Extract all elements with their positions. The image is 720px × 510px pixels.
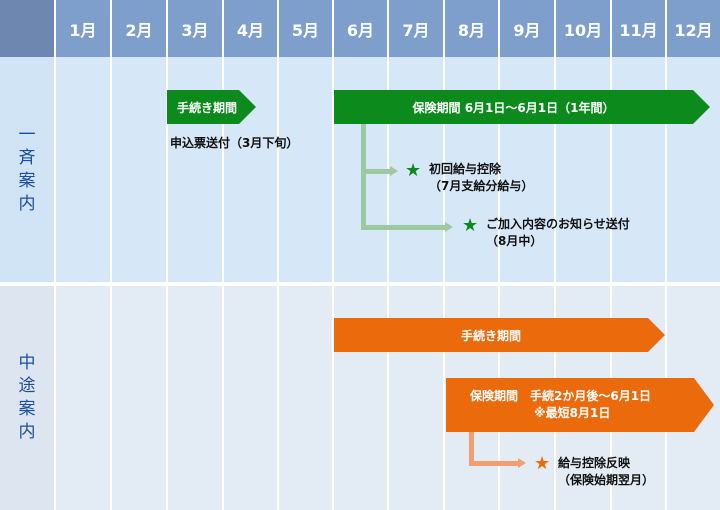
connector-arrowhead — [390, 166, 398, 176]
month-header-5: 5月 — [279, 0, 332, 57]
month-header-1: 1月 — [56, 0, 110, 57]
connector-vertical — [361, 124, 366, 230]
arrow-tip — [648, 318, 665, 352]
milestone-title: 初回給与控除 — [429, 162, 502, 176]
month-header-row: 1月 2月 3月 4月 5月 6月 7月 8月 9月 10月 11月 12月 — [0, 0, 720, 57]
milestone-detail: （8月中） — [486, 234, 543, 248]
connector-branch-2 — [361, 225, 446, 230]
grid-cell — [56, 57, 110, 282]
grid-cell — [224, 286, 277, 510]
enrollment-notice-note: ご加入内容のお知らせ送付 （8月中） — [486, 216, 630, 250]
section-label-char: 案 — [18, 170, 36, 191]
procedure-bar-label: 手続き期間 — [460, 328, 521, 343]
grid-cell — [168, 286, 222, 510]
month-header-10: 10月 — [556, 0, 610, 57]
first-deduction-note: 初回給与控除 （7月支給分給与） — [429, 161, 533, 195]
connector-branch — [469, 461, 519, 466]
connector-branch-1 — [361, 169, 391, 174]
grid-cell — [279, 286, 332, 510]
month-header-8: 8月 — [445, 0, 498, 57]
connector-vertical — [469, 432, 474, 466]
coverage-line-2: ※最短8月1日 — [534, 406, 611, 420]
arrow-tip — [693, 90, 710, 124]
lump-sum-label: 一 斉 案 内 — [0, 57, 54, 282]
section-label-char: 内 — [18, 422, 36, 442]
procedure-bar-label: 手続き期間 — [177, 100, 238, 115]
coverage-bar-label: 保険期間 6月1日〜6月1日（1年間） — [412, 100, 615, 115]
month-header-7: 7月 — [389, 0, 443, 57]
section-divider — [0, 282, 720, 286]
grid-cell — [56, 286, 110, 510]
month-header-2: 2月 — [112, 0, 166, 57]
star-icon: ★ — [534, 453, 551, 474]
midterm-label: 中 途 案 内 — [0, 286, 54, 510]
lump-sum-label-cell — [0, 57, 54, 282]
arrow-tip — [239, 90, 256, 124]
connector-arrowhead — [518, 458, 526, 468]
milestone-title: 給与控除反映 — [558, 456, 631, 470]
section-label-char: 斉 — [18, 147, 36, 168]
month-header-12: 12月 — [667, 0, 720, 57]
payroll-reflection-note: 給与控除反映 （保険始期翌月） — [558, 455, 654, 489]
star-icon: ★ — [462, 215, 479, 236]
midterm-coverage-bar: 保険期間 手続2か月後〜6月1日 ※最短8月1日 — [446, 378, 714, 432]
section-label-char: 中 — [18, 353, 36, 373]
section-label-char: 内 — [18, 193, 36, 214]
month-header-3: 3月 — [168, 0, 222, 57]
coverage-line-1: 保険期間 手続2か月後〜6月1日 — [470, 389, 652, 403]
grid-cell — [279, 57, 332, 282]
milestone-detail: （保険始期翌月） — [558, 473, 655, 487]
section-label-char: 一 — [18, 124, 36, 145]
milestone-title: ご加入内容のお知らせ送付 — [486, 217, 630, 231]
section-label-char: 途 — [18, 376, 36, 396]
month-header-4: 4月 — [224, 0, 277, 57]
section-label-char: 案 — [18, 399, 36, 419]
connector-arrowhead — [445, 222, 453, 232]
lump-sum-procedure-bar: 手続き期間 — [167, 90, 256, 124]
star-icon: ★ — [405, 160, 422, 181]
header-corner — [0, 0, 54, 57]
month-header-11: 11月 — [612, 0, 665, 57]
milestone-detail: （7月支給分給与） — [429, 179, 534, 193]
midterm-procedure-bar: 手続き期間 — [334, 318, 665, 352]
grid-cell — [112, 286, 166, 510]
month-header-6: 6月 — [334, 0, 387, 57]
lump-sum-coverage-bar: 保険期間 6月1日〜6月1日（1年間） — [334, 90, 710, 124]
form-dispatch-note: 申込票送付（3月下旬） — [170, 136, 299, 150]
grid-cell — [112, 57, 166, 282]
midterm-label-cell — [0, 286, 54, 510]
month-header-9: 9月 — [500, 0, 554, 57]
arrow-tip — [694, 378, 714, 432]
